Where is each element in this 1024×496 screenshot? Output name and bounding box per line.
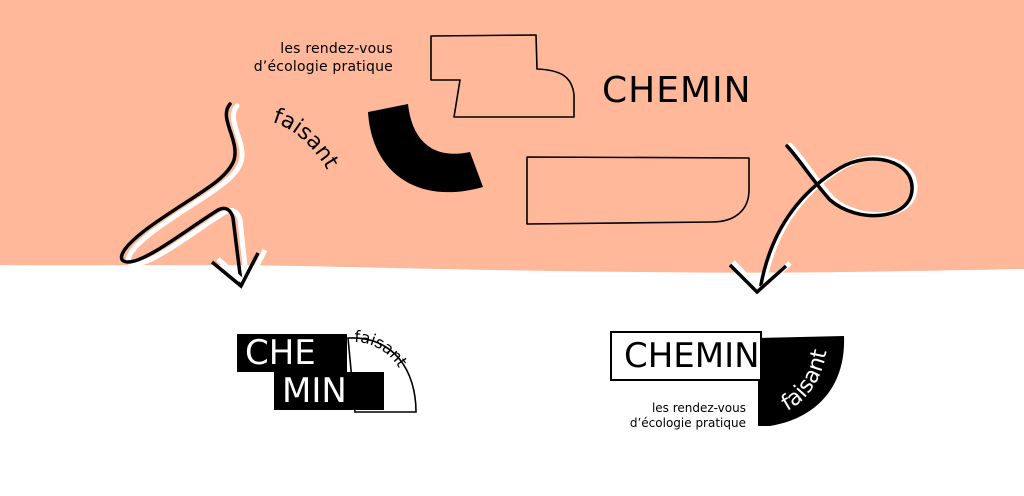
salmon-panel <box>0 0 1024 273</box>
logo2-tagline: les rendez-vous d’écologie pratique <box>610 401 746 431</box>
logo1-line-che: CHE <box>237 334 347 372</box>
logo1-line-min: MIN <box>274 372 384 410</box>
black-arc-shape <box>368 104 483 193</box>
tagline-line-2: d’écologie pratique <box>253 59 393 75</box>
tagline-line-1: les rendez-vous <box>280 41 393 57</box>
stepped-outline-shape <box>430 34 575 118</box>
squiggle-arrow-left <box>119 102 268 290</box>
loop-arrow-right <box>728 142 918 295</box>
tagline: les rendez-vous d’écologie pratique <box>206 40 393 76</box>
rounded-rectangle-outline <box>526 156 750 225</box>
logo2-tagline-line-2: d’écologie pratique <box>629 416 746 430</box>
wordmark-chemin: CHEMIN <box>602 70 752 111</box>
logo2-wordmark-box: CHEMIN <box>610 331 762 381</box>
logo2-black-tab <box>758 336 845 426</box>
logo2-tagline-line-1: les rendez-vous <box>651 401 746 415</box>
